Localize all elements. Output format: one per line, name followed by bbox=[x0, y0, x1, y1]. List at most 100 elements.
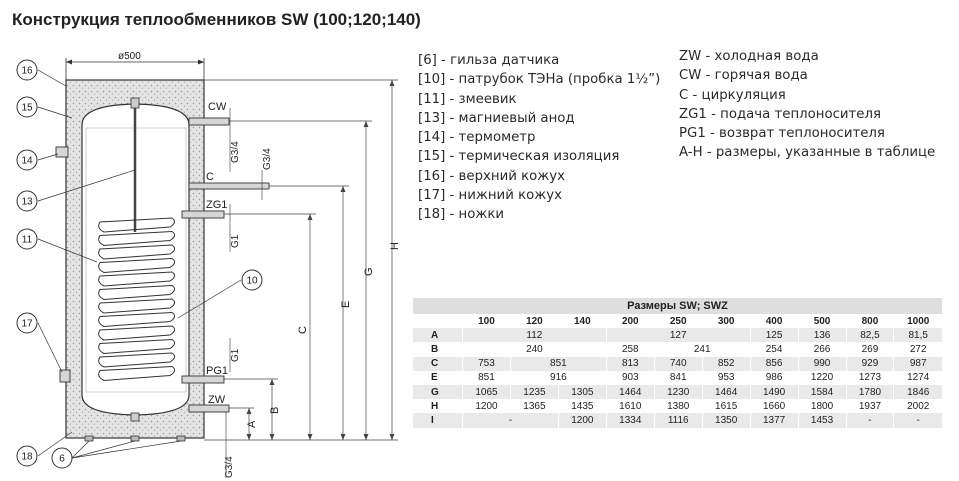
table-cell: 81,5 bbox=[893, 328, 942, 343]
coil-turn bbox=[98, 325, 176, 341]
table-cell: 1490 bbox=[749, 384, 799, 400]
coil-turn bbox=[98, 217, 176, 233]
callout-number: 16 bbox=[21, 66, 33, 77]
callout-number: 15 bbox=[21, 103, 33, 114]
table-cell: 1380 bbox=[653, 399, 703, 414]
callout-number: 6 bbox=[59, 454, 65, 465]
table-cell: 112 bbox=[462, 328, 607, 343]
table-cell: 241 bbox=[653, 342, 751, 357]
table-cell: 1464 bbox=[605, 384, 655, 400]
column-header: 120 bbox=[509, 314, 559, 329]
callout-circle bbox=[241, 269, 263, 291]
legend-connection-item: A-H - размеры, указанные в таблице bbox=[679, 145, 936, 161]
coil-turn bbox=[98, 284, 176, 301]
table-cell: 1365 bbox=[509, 399, 559, 414]
diameter-dimension: ø500 bbox=[65, 51, 205, 82]
table-cell: 986 bbox=[749, 370, 799, 385]
table-cell: - bbox=[893, 413, 942, 428]
callout-circle bbox=[16, 190, 38, 212]
callout-number: 18 bbox=[21, 452, 33, 463]
table-cell: 1305 bbox=[557, 384, 607, 400]
legend-part-item: [6] - гильза датчика bbox=[418, 53, 560, 68]
callout-circle bbox=[16, 445, 38, 467]
table-cell: 1116 bbox=[653, 413, 703, 428]
table-cell: 916 bbox=[509, 370, 607, 385]
dimension-label-a: A bbox=[246, 420, 258, 428]
legend-part-item: [13] - магниевый анод bbox=[418, 110, 575, 126]
table-cell: 258 bbox=[605, 342, 655, 357]
row-label: A bbox=[412, 328, 463, 343]
table-cell: 1334 bbox=[605, 413, 655, 428]
row-label: C bbox=[412, 356, 463, 371]
row-label: E bbox=[412, 370, 463, 385]
table-cell: 127 bbox=[605, 328, 751, 343]
row-label: G bbox=[412, 384, 463, 400]
legend-connection-item: ZG1 - подача теплоносителя bbox=[679, 106, 881, 122]
connection-label-pg1: PG1 bbox=[206, 365, 228, 377]
dimension-label-g: G bbox=[363, 267, 375, 276]
table-cell: 953 bbox=[701, 370, 751, 385]
callout-circle bbox=[16, 228, 38, 250]
thread-label: G1 bbox=[230, 234, 241, 248]
row-label: H bbox=[412, 399, 463, 414]
callout-number: 10 bbox=[246, 276, 258, 287]
heat-exchanger-coil bbox=[98, 217, 176, 382]
connection-label-zw: ZW bbox=[208, 394, 226, 406]
legend-connection-item: ZW - холодная вода bbox=[679, 49, 819, 64]
legend-part-item: [18] - ножки bbox=[418, 207, 505, 223]
table-cell: 753 bbox=[462, 356, 511, 371]
legend-parts: [6] - гильза датчика[10] - патрубок ТЭНа… bbox=[418, 51, 660, 225]
table-cell: 1230 bbox=[653, 384, 703, 400]
table-cell: 740 bbox=[653, 356, 703, 371]
thread-label: G3/4 bbox=[230, 141, 241, 163]
table-cell: 990 bbox=[797, 356, 846, 371]
inner-tank bbox=[81, 103, 190, 416]
diameter-label: ø500 bbox=[118, 51, 141, 62]
connection-label-cw: CW bbox=[208, 101, 227, 113]
dimension-label-h: H bbox=[389, 242, 401, 250]
column-header: 400 bbox=[749, 314, 799, 329]
column-header: 1000 bbox=[893, 314, 942, 329]
table-cell: 82,5 bbox=[845, 328, 894, 343]
table-cell: 1615 bbox=[701, 399, 751, 414]
coil-turn bbox=[98, 352, 176, 368]
page-title: Конструкция теплообменников SW (100;120;… bbox=[12, 10, 421, 29]
coil-turn bbox=[98, 311, 176, 328]
legend-connection-item: C - циркуляция bbox=[679, 87, 786, 103]
table-cell: 1780 bbox=[845, 384, 894, 400]
row-label: B bbox=[412, 342, 463, 357]
column-header: 800 bbox=[845, 314, 894, 329]
table-cell: 929 bbox=[845, 356, 894, 371]
table-cell: 841 bbox=[653, 370, 703, 385]
legend-part-item: [15] - термическая изоляция bbox=[418, 149, 620, 165]
table-cell: 903 bbox=[605, 370, 655, 385]
table-cell: 1065 bbox=[462, 384, 511, 400]
table-cell: 1350 bbox=[701, 413, 751, 428]
callout-circle bbox=[16, 96, 38, 118]
table-cell: 125 bbox=[749, 328, 799, 343]
legend-part-item: [16] - верхний кожух bbox=[418, 168, 565, 184]
thread-label: G3/4 bbox=[262, 148, 273, 170]
callout-number: 17 bbox=[21, 319, 33, 330]
table-cell: - bbox=[845, 413, 894, 428]
connection-label-c: C bbox=[206, 171, 214, 183]
table-cell: 1274 bbox=[893, 370, 942, 385]
legend-part-item: [11] - змеевик bbox=[418, 91, 517, 107]
column-header: 100 bbox=[462, 314, 511, 329]
dimension-lines bbox=[204, 79, 398, 441]
coil-turn bbox=[98, 338, 176, 355]
column-header: 250 bbox=[653, 314, 703, 329]
table-cell: - bbox=[462, 413, 559, 428]
table-cell: 1377 bbox=[749, 413, 799, 428]
table-cell: 1464 bbox=[701, 384, 751, 400]
table-cell: 1200 bbox=[462, 399, 511, 414]
callout-number: 11 bbox=[22, 235, 33, 246]
thread-label: G1 bbox=[230, 348, 241, 362]
table-cell: 1800 bbox=[797, 399, 846, 414]
